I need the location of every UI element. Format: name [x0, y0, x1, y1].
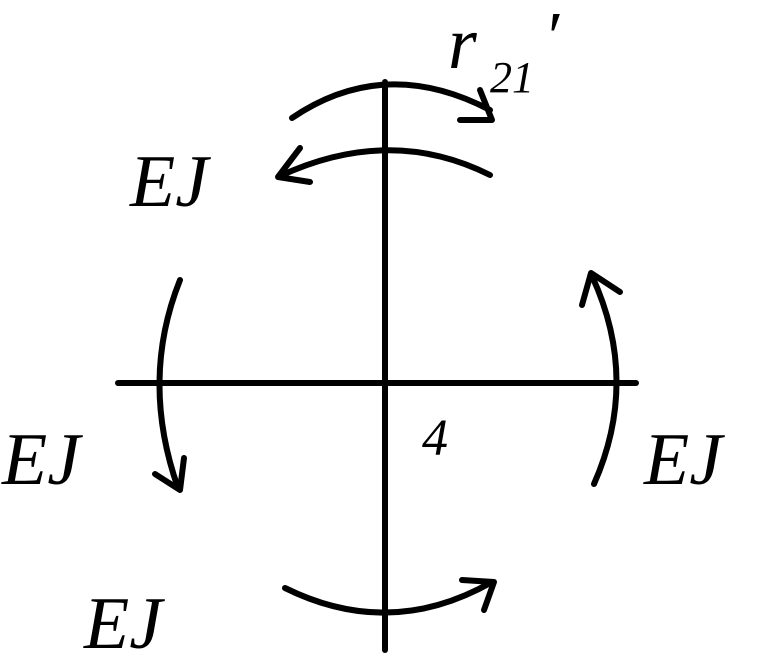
reaction-label-subscript: 21 [490, 53, 534, 102]
reaction-arc-arrow [289, 81, 493, 121]
moment-arrowhead-right-icon [579, 270, 623, 308]
moment-arc-left [156, 277, 183, 491]
moment-label-left: EJ [1, 419, 83, 501]
reaction-label-prime: ′ [548, 0, 563, 76]
moment-arc-right [589, 273, 620, 487]
reaction-label: r [448, 3, 478, 85]
moment-arrowhead-bottom-icon [459, 577, 497, 613]
moment-label-bottom: EJ [83, 583, 165, 657]
moment-arc-top-left [277, 147, 493, 179]
moment-arc-bottom [282, 579, 495, 616]
moment-label-right: EJ [643, 419, 725, 501]
reaction-arrowhead-icon [457, 87, 495, 123]
node-number: 4 [422, 410, 448, 467]
moment-arrowhead-top-left-icon [275, 145, 313, 185]
moment-arrowhead-left-icon [152, 455, 187, 493]
moment-label-top-left: EJ [129, 141, 211, 223]
